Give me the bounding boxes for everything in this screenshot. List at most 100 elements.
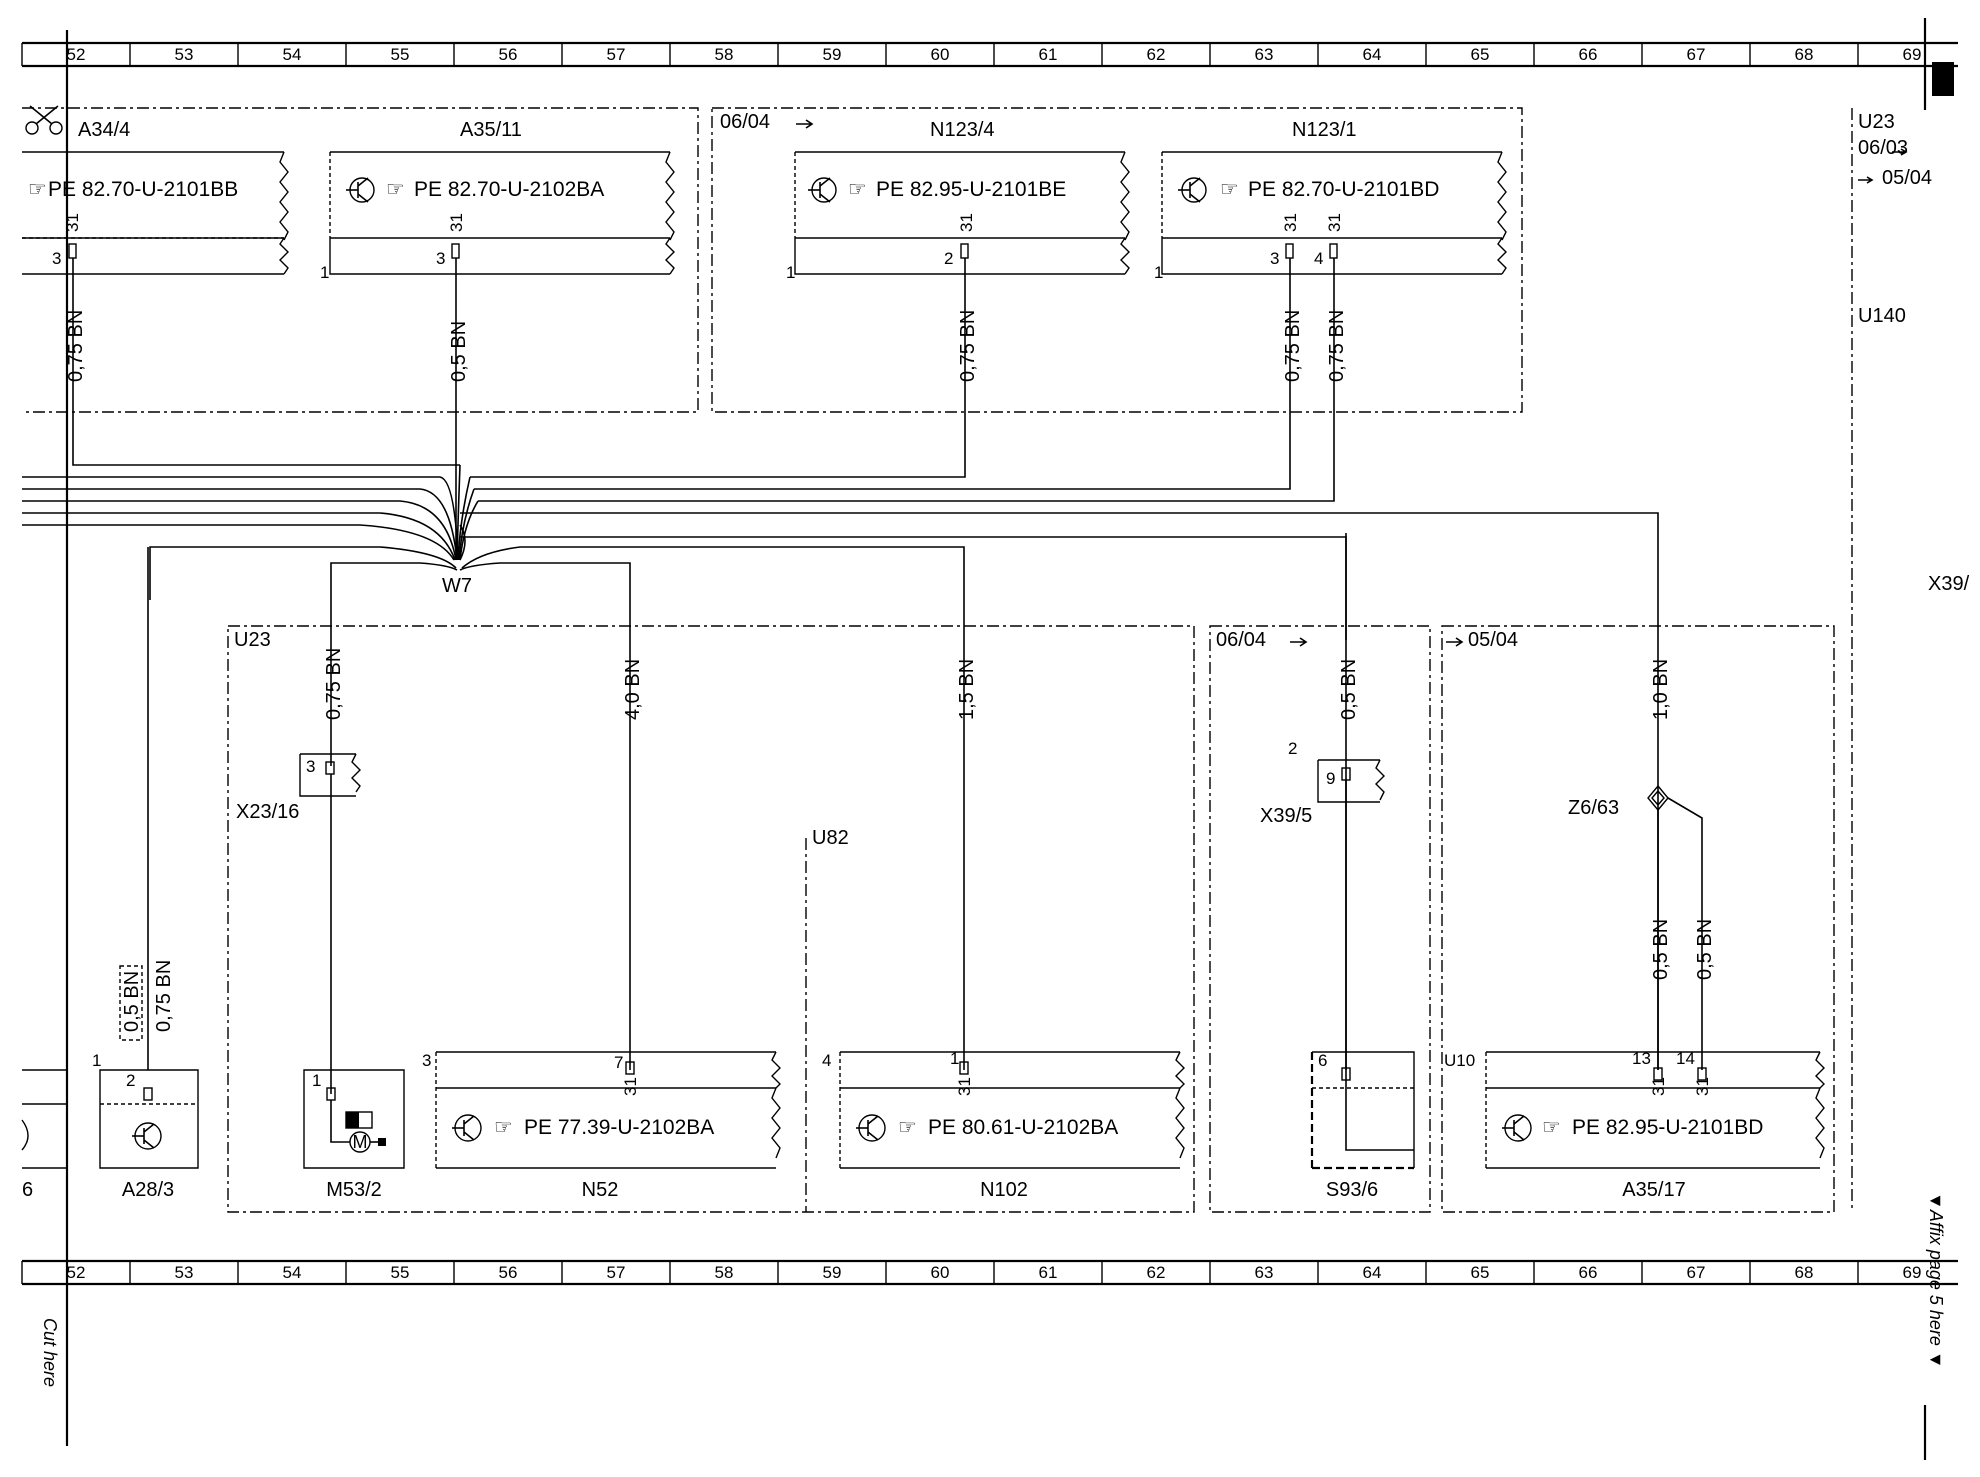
col-num: 63: [1255, 1263, 1274, 1282]
terminal: 31: [957, 213, 976, 232]
terminal: 31: [621, 1077, 640, 1096]
pin: 13: [1632, 1049, 1651, 1068]
transistor-icon: [1178, 177, 1207, 203]
group-date: 06/03: [1858, 137, 1908, 159]
terminal: 31: [63, 213, 82, 232]
col-num: 65: [1471, 45, 1490, 64]
splice-label: Z6/63: [1568, 797, 1619, 819]
pin: 14: [1676, 1049, 1695, 1068]
transistor-icon: [808, 177, 837, 203]
module-id: N102: [980, 1179, 1028, 1201]
group-label: U140: [1858, 305, 1906, 327]
reference-hand-icon: ☞: [28, 178, 47, 201]
reference-hand-icon: ☞: [898, 1116, 917, 1139]
transistor-icon: [346, 177, 375, 203]
transistor-icon: [1502, 1114, 1532, 1142]
pe-reference: PE 82.95-U-2101BD: [1572, 1116, 1763, 1139]
col-num: 56: [499, 45, 518, 64]
partial-label: 6: [22, 1179, 33, 1201]
col-num: 67: [1687, 1263, 1706, 1282]
break-symbol: [279, 151, 289, 241]
col-num: 62: [1147, 45, 1166, 64]
col-num: 60: [931, 1263, 950, 1282]
harness-label: W7: [442, 575, 472, 597]
col-num: 64: [1363, 45, 1382, 64]
break-symbol: [665, 151, 675, 241]
transistor-icon: [452, 1114, 482, 1142]
group-label: U82: [812, 827, 849, 849]
col-num: 65: [1471, 1263, 1490, 1282]
col-num: 52: [67, 45, 86, 64]
col-num: 68: [1795, 45, 1814, 64]
scissors-icon: [25, 105, 63, 135]
col-num: 58: [715, 1263, 734, 1282]
break-symbol: [1497, 151, 1507, 241]
col-num: 61: [1039, 1263, 1058, 1282]
wire-spec: 0,75 BN: [1326, 310, 1348, 382]
module-n52: 4,0 BN 3 7 31 ☞ PE 77.39-U-2102BA N52: [422, 640, 781, 1201]
module-a34-4: A34/4 PE 82.70-U-2101BB ☞ 31 3: [22, 119, 289, 275]
wire-spec: 0,5 BN: [1650, 919, 1672, 980]
group-label: U23: [234, 629, 271, 651]
pin-socket: [1341, 1067, 1351, 1081]
col-num: 57: [607, 45, 626, 64]
wire-spec: 0,75 BN: [65, 310, 87, 382]
group-date: 05/04: [1882, 167, 1932, 189]
corner-label: 3: [422, 1051, 431, 1070]
pin: 1: [950, 1049, 959, 1068]
wire-spec: 4,0 BN: [622, 659, 644, 720]
corner-label: 1: [1154, 263, 1163, 282]
col-num: 61: [1039, 45, 1058, 64]
group-right-lower: [1441, 625, 1835, 1213]
module-m53-2: 0,75 BN 3 X23/16 1 M M53/2: [236, 640, 405, 1201]
terminal: 31: [1281, 213, 1300, 232]
pe-reference: PE 82.70-U-2102BA: [414, 178, 604, 201]
pin: 3: [52, 249, 61, 268]
group-top-left: [22, 107, 699, 413]
col-num: 57: [607, 1263, 626, 1282]
col-num: 60: [931, 45, 950, 64]
pin: 2: [126, 1071, 135, 1090]
col-num: 52: [67, 1263, 86, 1282]
top-wires: 0,75 BN 0,5 BN 0,75 BN 0,75 BN 0,75 BN: [22, 258, 1659, 1070]
pin-socket: [625, 1061, 635, 1075]
connector-corner: 2: [1288, 739, 1297, 758]
reference-hand-icon: ☞: [848, 178, 867, 201]
terminal: 31: [447, 213, 466, 232]
arrow-icon: [1892, 148, 1908, 156]
module-a28-3: 0,5 BN 0,75 BN 1 2 A28/3 6: [21, 547, 199, 1201]
reference-hand-icon: ☞: [1220, 178, 1239, 201]
wire-spec: 0,5 BN: [1338, 659, 1360, 720]
module-id: A35/17: [1622, 1179, 1685, 1201]
col-num: 69: [1903, 1263, 1922, 1282]
break-symbol: [1120, 151, 1130, 241]
reference-hand-icon: ☞: [1542, 1116, 1561, 1139]
reference-hand-icon: ☞: [386, 178, 405, 201]
pe-reference: PE 77.39-U-2102BA: [524, 1116, 714, 1139]
module-id: A34/4: [78, 119, 130, 141]
wire-option-box: [119, 965, 143, 1041]
pin-socket: [1329, 243, 1338, 259]
affix-note: ▼Affix page 5 here ▼: [1926, 1192, 1946, 1369]
col-num: 55: [391, 1263, 410, 1282]
col-num: 68: [1795, 1263, 1814, 1282]
wire-spec: 0,5 BN: [448, 321, 470, 382]
pin: 3: [436, 249, 445, 268]
pin-socket: [1697, 1067, 1707, 1081]
pe-reference: PE 82.95-U-2101BE: [876, 178, 1066, 201]
corner-label: 1: [786, 263, 795, 282]
w7-splice: W7: [149, 533, 1347, 640]
corner-label: U10: [1444, 1051, 1475, 1070]
connector-label-partial: X39/: [1928, 573, 1970, 595]
pe-reference: PE 80.61-U-2102BA: [928, 1116, 1118, 1139]
wire-spec: 0,75 BN: [1282, 310, 1304, 382]
connector-pin: 3: [306, 757, 315, 776]
col-num: 58: [715, 45, 734, 64]
module-a35-17: 1,0 BN Z6/63 0,5 BN 0,5 BN U10 13 14 31 …: [1444, 659, 1825, 1201]
arrow-icon: [1446, 637, 1464, 647]
bottom-column-ruler: 52 53 54 55 56 57 58 59 60 61 62 63 64 6…: [21, 1259, 1958, 1286]
pin: 7: [614, 1053, 623, 1072]
corner-label: 1: [92, 1051, 101, 1070]
col-num: 67: [1687, 45, 1706, 64]
wire-spec: 0,75 BN: [957, 310, 979, 382]
